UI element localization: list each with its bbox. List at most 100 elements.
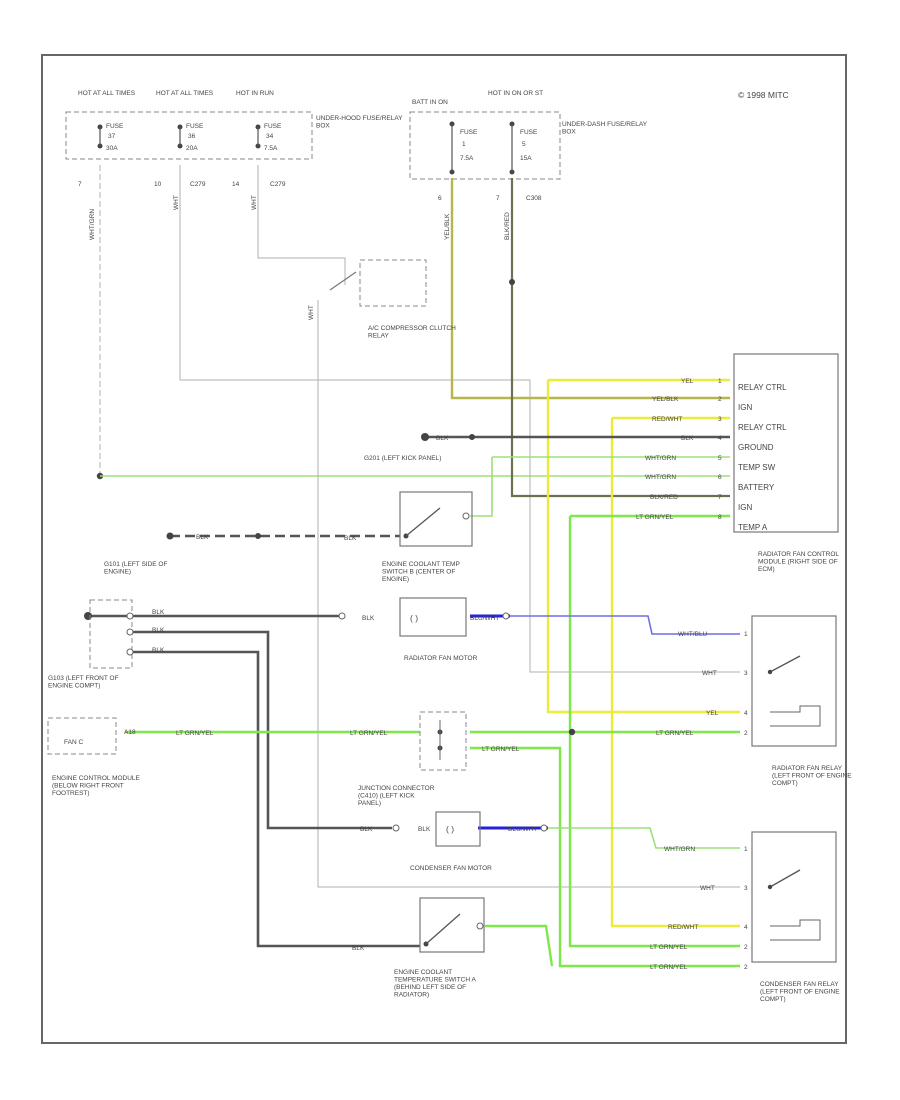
label-blk-a: BLK (152, 609, 165, 616)
pin-num-10: 10 (154, 181, 162, 188)
under-dash-fuse-box: BATT IN ON FUSE 1 7.5A HOT IN ON OR ST F… (409, 90, 648, 180)
cm-pin4-num: 4 (718, 435, 722, 442)
junction-box (419, 711, 467, 771)
cm-pin6-num: 6 (718, 474, 722, 481)
cm-pin6-color: WHT/GRN (645, 474, 676, 481)
wire-red-wht-cond (610, 418, 740, 928)
rr-pin3-num: 4 (744, 710, 748, 717)
fuse-1-num: 1 (462, 141, 466, 148)
engine-control-module: FAN C A18 ENGINE CONTROL MODULE(BELOW RI… (47, 717, 141, 797)
cm-pin1-label: RELAY CTRL (738, 383, 787, 392)
rr-pin2-color: WHT (702, 670, 717, 677)
ground-g201-label: G201 (LEFT KICK PANEL) (364, 455, 441, 462)
cond-fan-motor-box (435, 811, 481, 847)
cr-pin2-color: WHT (700, 885, 715, 892)
cm-pin8-num: 8 (718, 514, 722, 521)
g101-box (89, 599, 133, 669)
wire-blk-ect-a (130, 650, 420, 948)
corner-text: © 1998 MITC (738, 90, 789, 100)
pin-num-14: 14 (232, 181, 240, 188)
wire-lt-grn-cond1 (568, 516, 740, 948)
pin-num-7: 7 (78, 181, 82, 188)
label-blk-dashed: BLK (196, 534, 209, 541)
pin-num-7b: 7 (496, 195, 500, 202)
fuse-5-amp: 15A (520, 155, 532, 162)
rr-pin1-num: 1 (744, 631, 748, 638)
cm-pin1-color: YEL (681, 378, 694, 385)
label-blk-gnd: BLK (436, 435, 449, 442)
ect-switch-b-box (399, 491, 473, 547)
fuse-5-name: FUSE (520, 129, 538, 136)
rr-pin4-color: LT GRN/YEL (656, 730, 694, 737)
label-yel-blk: YEL/BLK (444, 213, 451, 240)
fuse-36-hot: HOT AT ALL TIMES (156, 90, 214, 97)
cm-pin7-label: IGN (738, 503, 752, 512)
rr-pin2-num: 3 (744, 670, 748, 677)
rr-pin3-color: YEL (706, 710, 719, 717)
label-blk-cond2: BLK (418, 826, 431, 833)
fuse-34-hot: HOT IN RUN (236, 90, 274, 97)
pin-num-6: 6 (438, 195, 442, 202)
cond-relay-box (751, 831, 837, 963)
cm-pin5-color: WHT/GRN (645, 455, 676, 462)
wire-lt-grn-ect-a (485, 924, 554, 967)
ac-relay-box (359, 259, 427, 307)
label-blk-ectb: BLK (344, 535, 357, 542)
cond-motor-symbol: ( ) (446, 824, 454, 834)
cm-pin6-label: BATTERY (738, 483, 775, 492)
label-wht-1: WHT (173, 195, 180, 210)
cm-pin7-num: 7 (718, 494, 722, 501)
rr-pin1-color: WHT/BLU (678, 631, 708, 638)
fuse-34-name: FUSE (264, 123, 282, 130)
wire-wht-cond (317, 300, 740, 888)
cm-pin1-num: 1 (718, 378, 722, 385)
cm-pin4-label: GROUND (738, 443, 774, 452)
ecm-pin-label: FAN C (64, 739, 83, 746)
wire-blk-red (510, 178, 730, 498)
cond-fan-motor-label: CONDENSER FAN MOTOR (410, 865, 492, 872)
fuse-36-name: FUSE (186, 123, 204, 130)
cr-pin4-num: 2 (744, 944, 748, 951)
cm-pin3-num: 3 (718, 416, 722, 423)
fuse-34-amp: 7.5A (264, 145, 278, 152)
label-lt-grn-3: LT GRN/YEL (482, 746, 520, 753)
label-blk-ecta: BLK (352, 945, 365, 952)
cm-pin5-label: TEMP SW (738, 463, 776, 472)
fuse-34: HOT IN RUN FUSE 34 7.5A (236, 90, 282, 152)
wires (84, 165, 740, 968)
fuse-34-num: 34 (266, 133, 274, 140)
fuse-1-name: FUSE (460, 129, 478, 136)
cr-pin1-color: WHT/GRN (664, 846, 695, 853)
condenser-fan-motor: ( ) CONDENSER FAN MOTOR (392, 811, 548, 872)
radiator-fan-motor: ( ) RADIATOR FAN MOTOR (338, 597, 510, 662)
fuse-37-hot: HOT AT ALL TIMES (78, 90, 136, 97)
wire-wht-36 (179, 165, 740, 673)
label-blk-red: BLK/RED (504, 212, 511, 240)
rr-pin4-num: 2 (744, 730, 748, 737)
wire-wht-34 (257, 165, 346, 285)
cr-pin3-color: RED/WHT (668, 924, 698, 931)
fuse-37-num: 37 (108, 133, 116, 140)
fuse-5: HOT IN ON OR ST FUSE 5 15A (488, 90, 543, 175)
motor-symbol: ( ) (410, 613, 418, 623)
label-lt-grn-1: LT GRN/YEL (176, 730, 214, 737)
cr-pin3-num: 4 (744, 924, 748, 931)
fuse-36-num: 36 (188, 133, 196, 140)
label-blu-wht: BLU/WHT (470, 615, 499, 622)
wire-blk-cond-motor (130, 630, 392, 830)
